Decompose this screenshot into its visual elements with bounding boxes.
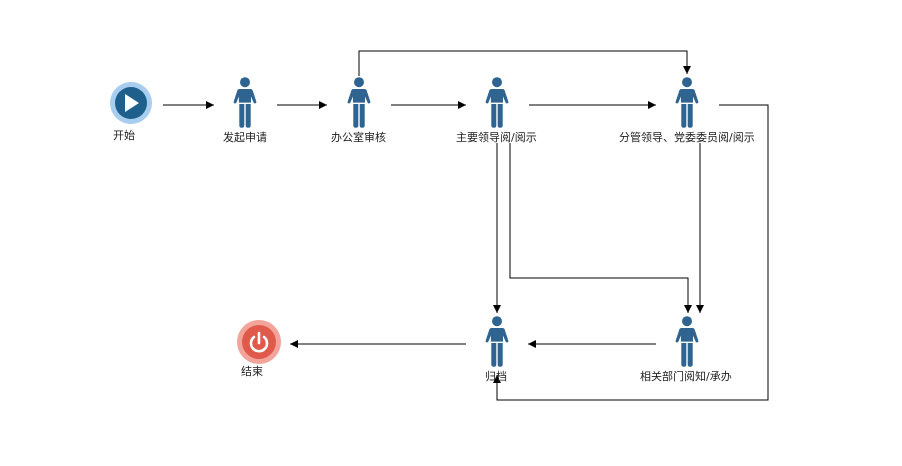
label-dept: 相关部门阅知/承办 (640, 370, 732, 383)
node-end (237, 320, 281, 364)
person-icon-initiate (233, 77, 257, 128)
label-archive: 归档 (485, 370, 507, 383)
person-icon-branch-leader (675, 77, 699, 128)
label-initiate: 发起申请 (223, 131, 267, 144)
person-icon-archive (485, 316, 509, 367)
edge-office-review-to-branch-leader (358, 50, 691, 76)
play-icon (125, 94, 139, 112)
label-branch-leader: 分管领导、党委委员阅/阅示 (619, 131, 755, 144)
power-icon (249, 331, 269, 353)
edge-main-leader-to-dept (509, 143, 692, 313)
person-icon-dept (675, 316, 699, 367)
person-nodes (233, 77, 699, 367)
person-icon-main-leader (485, 77, 509, 128)
label-end: 结束 (241, 365, 263, 378)
label-office-review: 办公室审核 (331, 131, 386, 144)
label-start: 开始 (113, 129, 135, 142)
edge-branch-leader-to-archive (493, 104, 769, 401)
label-main-leader: 主要领导阅/阅示 (456, 131, 537, 144)
person-icon-office-review (347, 77, 371, 128)
edges (163, 50, 769, 401)
node-start (110, 82, 152, 124)
